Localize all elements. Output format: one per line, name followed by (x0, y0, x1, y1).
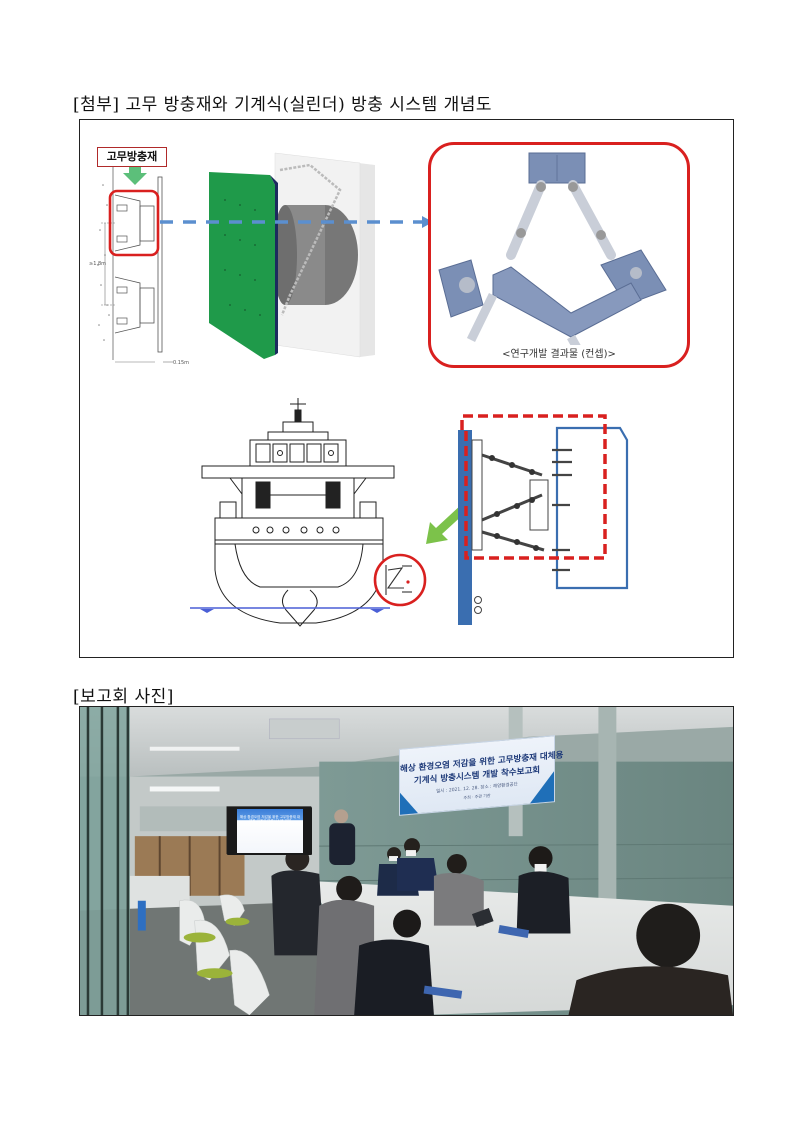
concept-result-box: <연구개발 결과물 (컨셉)> (428, 142, 690, 368)
screen-display: 해상 환경오염 저감을 위한 고무방충재 대체용 기계식 방충시스템 개발 (237, 809, 303, 853)
mechanism-highlight-box (460, 414, 607, 560)
green-down-arrow-icon (123, 165, 147, 185)
mechanical-fender-concept-render (438, 152, 667, 345)
event-banner: 해상 환경오염 저감을 위한 고무방충재 대체용 기계식 방충시스템 개발 착수… (399, 735, 563, 816)
concept-diagram-figure: ≥1.8m 0.15m 고무방충재 (79, 119, 734, 658)
meeting-photo-scene (80, 707, 733, 1015)
presentation-screen: 해상 환경오염 저감을 위한 고무방충재 대체용 기계식 방충시스템 개발 (227, 807, 312, 855)
attachment-heading: [첨부] 고무 방충재와 기계식(실린더) 방충 시스템 개념도 (73, 95, 493, 115)
fender-location-highlight (373, 553, 427, 607)
meeting-photo: 해상 환경오염 저감을 위한 고무방충재 대체용 기계식 방충시스템 개발 착수… (79, 706, 734, 1016)
rubber-fender-label: 고무방충재 (97, 147, 167, 167)
ship-front-view-drawing (190, 398, 427, 627)
green-diagonal-arrow-icon (426, 504, 466, 544)
blue-dashed-arrow-icon (160, 216, 433, 228)
fender-highlight-box (108, 189, 160, 257)
photo-heading: [보고회 사진] (73, 687, 174, 707)
rubber-fender-3d-render (209, 152, 375, 359)
dimension-label: ≥1.8m (89, 261, 106, 267)
screen-title: 해상 환경오염 저감을 위한 고무방충재 대체용 기계식 방충시스템 개발 (239, 815, 301, 823)
rubber-fender-drawing: ≥1.8m 0.15m (89, 155, 189, 366)
mechanical-fender-installation-drawing (458, 414, 629, 625)
svg-text:0.15m: 0.15m (173, 360, 189, 366)
concept-caption: <연구개발 결과물 (컨셉)> (502, 349, 616, 360)
